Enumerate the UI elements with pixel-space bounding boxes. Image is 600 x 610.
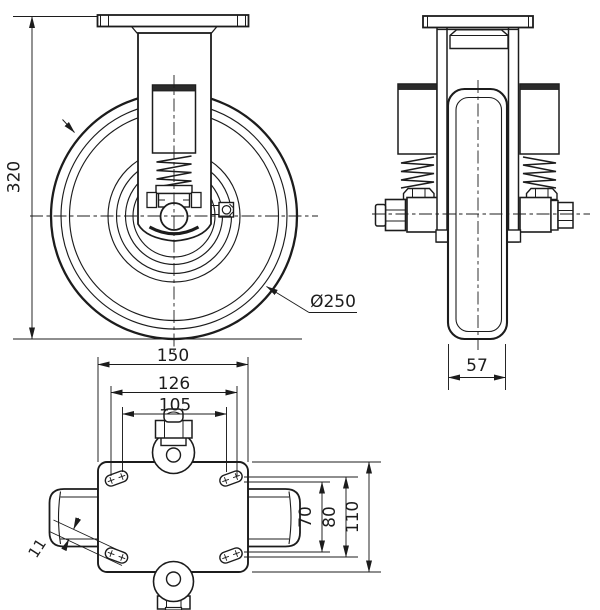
bottom-view [48,408,301,610]
side-spring-right [519,83,560,207]
dim-label-70: 70 [296,506,316,528]
side-view [372,15,590,350]
dim-label-57: 57 [466,356,488,376]
dim-label-105: 105 [159,396,191,416]
side-axle-assembly [374,196,574,233]
dim-bolt-span-outer: 126 [110,374,238,476]
axle-end-top [151,408,196,475]
dim-label-126: 126 [158,374,190,394]
dim-label-80: 80 [320,506,340,528]
dim-label-150: 150 [157,346,189,366]
dim-wheel-diameter: Ø250 [266,286,357,313]
dim-label-320: 320 [5,161,25,193]
dim-inner-span-70: 70 [244,481,330,553]
bottom-wheel-left [48,488,99,548]
dim-wheel-width: 57 [448,344,506,390]
dim-label-110: 110 [343,501,363,533]
bolt-slot-bottom-right [219,547,243,564]
bottom-wheel-right [247,488,301,548]
side-spring-left [397,83,438,207]
dim-bolt-span-inner: 105 [122,396,227,472]
dim-plate-width-110: 110 [252,461,381,573]
front-top-plate [96,14,250,28]
dim-label-11: 11 [25,535,50,561]
wheel-rim-leader-arrow [62,119,75,133]
front-view [30,14,318,352]
dim-label-diameter-250: Ø250 [310,292,356,312]
dim-overall-height: 320 [5,16,302,340]
dim-bolt-row-span-80: 80 [244,476,358,558]
side-top-plate [422,15,534,29]
grease-fitting [211,201,235,218]
side-fork-crown [437,28,519,50]
axle-end-bottom [152,560,195,610]
dim-plate-length: 150 [97,346,249,462]
